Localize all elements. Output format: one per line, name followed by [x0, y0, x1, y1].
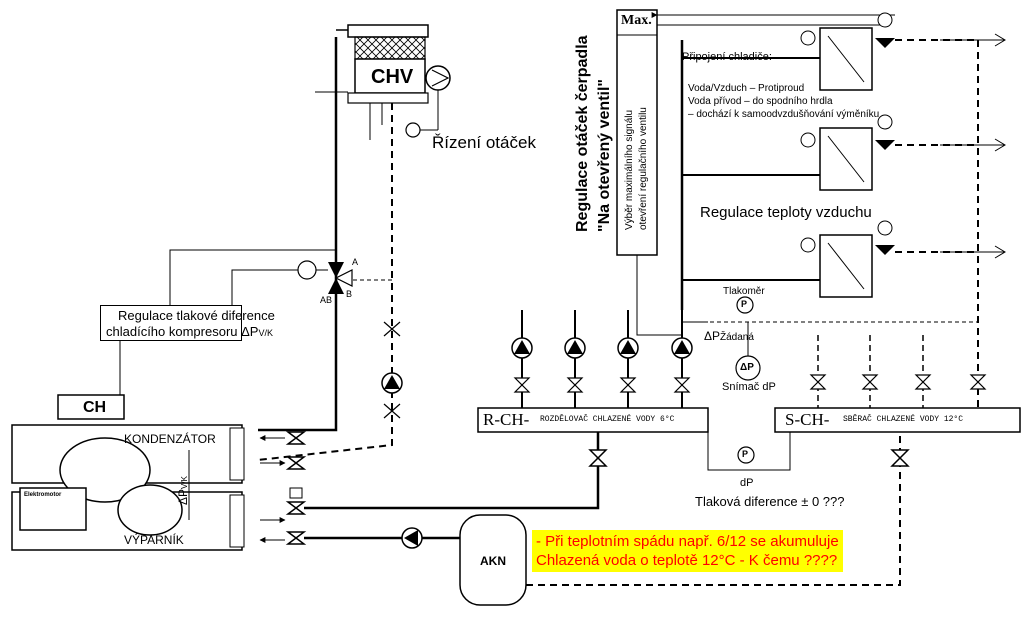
dp-small-label: dP: [740, 477, 754, 489]
manometer-icon: [736, 296, 754, 314]
pressure-regulator-line1: Regulace tlakové diference: [118, 308, 275, 323]
chiller-valves: [285, 431, 307, 545]
return-valves: [809, 40, 987, 408]
condenser-label: KONDENZÁTOR: [124, 432, 216, 446]
condenser-return-pipe: [257, 103, 393, 461]
speed-control-label: Řízení otáček: [432, 133, 536, 152]
speed-control-sensor-icon: [405, 122, 421, 138]
warning-note-line2: Chlazená voda o teplotě 12°C - K čemu ??…: [536, 552, 838, 569]
dp-vk-label: ΔPV/K: [176, 476, 190, 505]
return-manifold-desc: SBĚRAČ CHLAZENÉ VODY 12°C: [843, 415, 964, 424]
evaporator-pump: [401, 527, 423, 549]
cooling-tower-label: CHV: [371, 66, 414, 88]
dp-sensor-symbol: ΔP: [740, 362, 754, 373]
return-manifold-code: S-CH-: [785, 410, 830, 429]
evaporator-supply-pipe: [304, 430, 600, 510]
return-pipe-to-tank: [526, 430, 901, 586]
air-cooler-3: [800, 220, 978, 298]
dp-gauge-icon: [737, 446, 755, 464]
max-box-text1: Výběr maximálního signálu: [624, 109, 635, 230]
pressure-difference-label: Tlaková diference ± 0 ???: [695, 494, 845, 509]
three-way-valve: [297, 260, 353, 294]
air-cooler-1: [800, 12, 978, 91]
chiller-unit: [11, 394, 245, 551]
storage-tank-akn: [459, 514, 527, 606]
evaporator-label: VÝPARNÍK: [124, 533, 184, 547]
return-manifold-box: [774, 407, 1021, 433]
max-box-text2: otevření regulačního ventilu: [638, 107, 649, 230]
dp-gauge-p-symbol: P: [742, 449, 749, 459]
supply-manifold-box: [477, 407, 709, 433]
supply-manifold-code: R-CH-: [483, 410, 530, 429]
manometer-label: Tlakoměr: [723, 286, 765, 297]
dp-sensor-label: Snímač dP: [722, 381, 776, 393]
pressure-regulator-box: [100, 305, 242, 341]
pressure-regulator-line2: chladícího kompresoru ΔPV/K: [106, 324, 273, 339]
max-selector-box: [616, 9, 658, 256]
connection-line1: Voda/Vzduch – Protiproud: [688, 83, 805, 94]
valve-ab-label: AB: [320, 295, 333, 305]
cooling-tower: [315, 24, 451, 140]
chiller-label: CH: [83, 399, 107, 416]
dp-control-symbol: ΔP: [704, 329, 721, 343]
connection-line3: – dochází k samoodvzdušňování výměníku: [688, 109, 880, 120]
condenser-pump: [381, 321, 403, 419]
valve-b-label: B: [346, 289, 353, 299]
connection-title: Připojení chladiče:: [682, 51, 772, 63]
valve-a-label: A: [352, 257, 359, 267]
warning-note-line1: - Při teplotním spádu např. 6/12 se akum…: [536, 533, 839, 550]
distribution-pumps: [511, 310, 693, 408]
connection-line2: Voda přívod – do spodního hrdla: [688, 96, 833, 107]
tower-fan-pump-icon: [425, 65, 451, 91]
chiller-ch-box: [57, 394, 125, 420]
dp-setpoint-label: Žádaná: [720, 332, 754, 343]
pump-regulation-title: Regulace otáček čerpadla: [574, 35, 591, 232]
air-flow-arrows: [940, 33, 1006, 259]
pump-regulation-subtitle: "Na otevřený ventil": [596, 79, 613, 232]
max-box-title: Max.: [621, 13, 652, 28]
air-cooler-2: [800, 114, 978, 191]
air-temperature-regulation-label: Regulace teploty vzduchu: [700, 204, 872, 221]
supply-manifold-desc: ROZDĚLOVAČ CHLAZENÉ VODY 6°C: [540, 415, 675, 424]
manometer-p-symbol: P: [741, 299, 748, 309]
motor-box: [19, 487, 87, 531]
warning-note: - Při teplotním spádu např. 6/12 se akum…: [532, 530, 843, 572]
motor-label: Elektromotor: [24, 492, 62, 498]
tank-label: AKN: [480, 554, 506, 568]
